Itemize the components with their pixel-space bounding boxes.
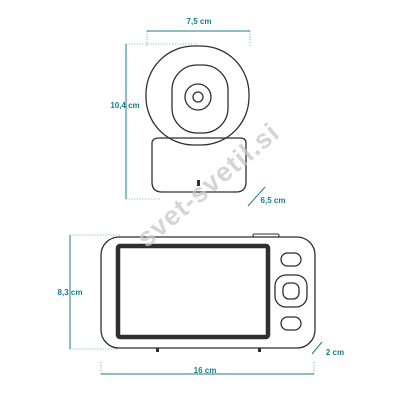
camera-drawing bbox=[145, 45, 250, 193]
monitor-screen bbox=[115, 243, 271, 340]
camera-depth-dimension: 6,5 cm bbox=[247, 186, 286, 207]
camera-base-slot bbox=[197, 180, 200, 186]
camera-width-label: 7,5 cm bbox=[187, 17, 212, 26]
monitor-drawing bbox=[100, 233, 316, 352]
camera-lens-outer bbox=[184, 83, 212, 111]
camera-head bbox=[145, 45, 250, 146]
camera-lens-window bbox=[171, 64, 229, 134]
camera-height-label: 10,4 cm bbox=[110, 101, 139, 110]
camera-lens-inner bbox=[192, 91, 204, 103]
monitor-width-dimension: 16 cm bbox=[100, 362, 315, 375]
monitor-width-label: 16 cm bbox=[194, 366, 217, 375]
camera-height-dimension: 10,4 cm bbox=[110, 43, 198, 200]
monitor-button-bottom bbox=[280, 316, 302, 331]
camera-width-dimension: 7,5 cm bbox=[146, 17, 251, 47]
monitor-height-label: 8,3 cm bbox=[58, 288, 83, 297]
monitor-foot-left bbox=[156, 348, 159, 352]
monitor-dpad-outer bbox=[274, 274, 308, 308]
monitor-height-dimension: 8,3 cm bbox=[58, 234, 120, 350]
camera-base bbox=[151, 137, 247, 193]
monitor-depth-dimension: 2 cm bbox=[311, 341, 344, 357]
camera-depth-label: 6,5 cm bbox=[261, 196, 286, 205]
monitor-foot-right bbox=[258, 348, 261, 352]
monitor-depth-label: 2 cm bbox=[326, 348, 344, 357]
monitor-body bbox=[100, 236, 316, 349]
monitor-button-top bbox=[280, 252, 302, 267]
monitor-dpad-inner bbox=[282, 282, 300, 300]
